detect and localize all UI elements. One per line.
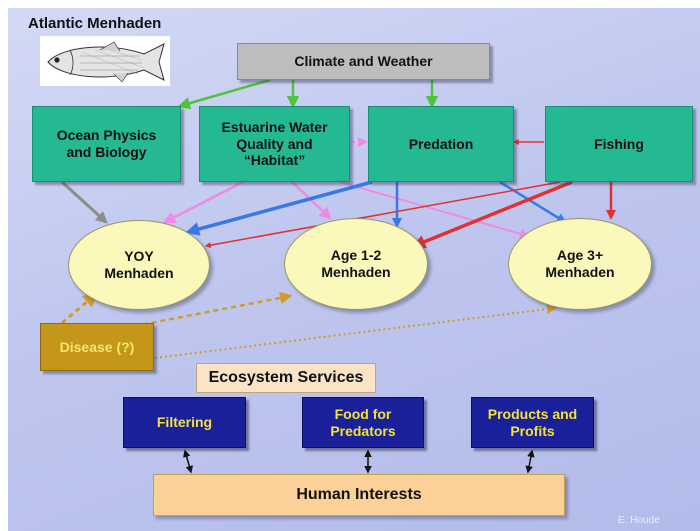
filtering-label: Filtering xyxy=(156,414,213,431)
human-label: Human Interests xyxy=(296,486,422,504)
food-for-predators-box: Food for Predators xyxy=(302,397,424,448)
disease-box: Disease (?) xyxy=(40,323,154,371)
estuarine-label: Estuarine Water Quality and “Habitat” xyxy=(221,118,328,169)
age3-label: Age 3+ Menhaden xyxy=(545,246,615,281)
ocean-label: Ocean Physics and Biology xyxy=(56,127,157,160)
products-and-profits-box: Products and Profits xyxy=(471,397,594,448)
age-1-2-menhaden-oval: Age 1-2 Menhaden xyxy=(284,218,428,310)
predation-box: Predation xyxy=(368,106,514,182)
ocean-physics-box: Ocean Physics and Biology xyxy=(32,106,181,182)
predation-label: Predation xyxy=(408,135,474,152)
estuarine-habitat-box: Estuarine Water Quality and “Habitat” xyxy=(199,106,350,182)
fishing-box: Fishing xyxy=(545,106,693,182)
yoy-label: YOY Menhaden xyxy=(104,247,174,282)
climate-and-weather-box: Climate and Weather xyxy=(237,43,490,80)
products-label: Products and Profits xyxy=(487,405,578,439)
human-interests-box: Human Interests xyxy=(153,474,565,516)
age-3-plus-menhaden-oval: Age 3+ Menhaden xyxy=(508,218,652,310)
author-credit: E. Houde xyxy=(618,515,660,526)
food-label: Food for Predators xyxy=(330,405,396,439)
menhaden-fish-illustration xyxy=(40,36,170,86)
diagram-title: Atlantic Menhaden xyxy=(28,15,162,32)
yoy-menhaden-oval: YOY Menhaden xyxy=(68,220,210,310)
fishing-label: Fishing xyxy=(594,135,644,152)
ecosystem-services-label: Ecosystem Services xyxy=(208,369,364,387)
filtering-box: Filtering xyxy=(123,397,246,448)
climate-label: Climate and Weather xyxy=(294,53,433,70)
age12-label: Age 1-2 Menhaden xyxy=(321,246,391,281)
disease-label: Disease (?) xyxy=(59,338,135,355)
ecosystem-services-box: Ecosystem Services xyxy=(196,363,376,393)
